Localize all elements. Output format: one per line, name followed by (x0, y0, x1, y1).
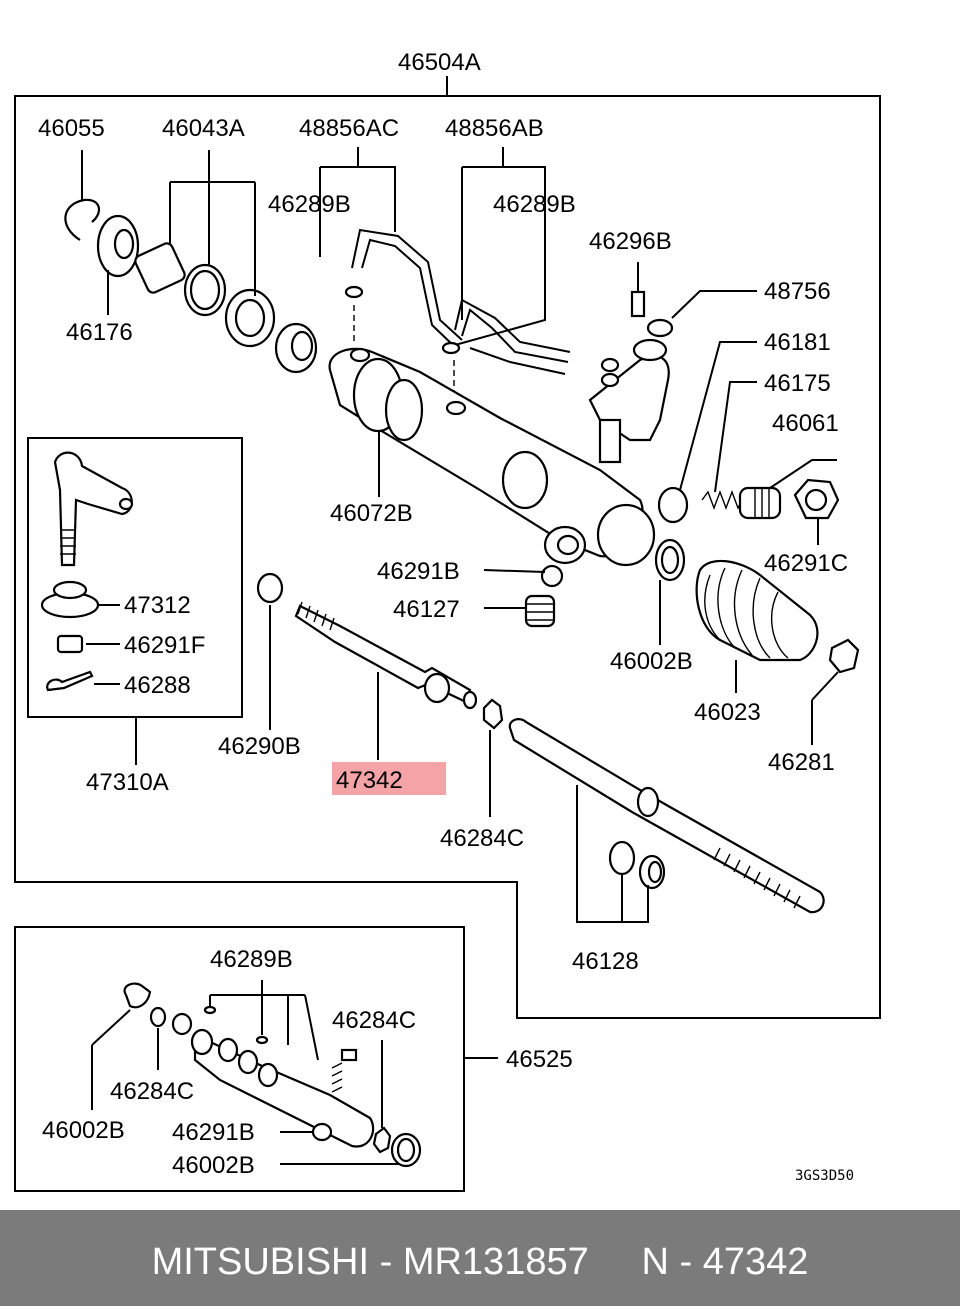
label-46504A: 46504A (398, 49, 481, 76)
bush-46176 (96, 214, 140, 315)
main-assembly-frame (14, 95, 881, 1019)
label-46291B-rack: 46291B (377, 558, 460, 585)
gear-housing-46072B (328, 347, 656, 567)
label-46289B-valve: 46289B (210, 946, 293, 973)
label-46175: 46175 (764, 370, 831, 397)
boot-46023 (695, 559, 860, 745)
label-46002B-rack: 46002B (610, 648, 693, 675)
label-46289B-right: 46289B (493, 191, 576, 218)
label-46128: 46128 (572, 948, 639, 975)
label-46291B-valve: 46291B (172, 1119, 255, 1146)
label-46176: 46176 (66, 319, 133, 346)
valve-body-46525 (91, 980, 422, 1168)
label-46055: 46055 (38, 115, 105, 142)
label-46002B-valve-left: 46002B (42, 1117, 125, 1144)
label-47342: 47342 (336, 767, 403, 794)
label-46127: 46127 (393, 596, 460, 623)
label-46061: 46061 (772, 410, 839, 437)
label-46002B-valve-bottom: 46002B (172, 1152, 255, 1179)
label-46284C-valve-left: 46284C (110, 1078, 194, 1105)
seal-kit-46043A (134, 150, 318, 374)
label-46023: 46023 (694, 699, 761, 726)
parts-diagram: 46504A 46055 46043A 48856AC 48856AB 4628… (14, 49, 881, 1192)
label-46289B-left: 46289B (268, 191, 351, 218)
label-48856AC: 48856AC (299, 115, 399, 142)
label-47310A: 47310A (86, 769, 169, 796)
adjust-parts (657, 341, 840, 545)
rack-46128 (508, 718, 825, 923)
label-46281: 46281 (768, 749, 835, 776)
label-46291F: 46291F (124, 632, 205, 659)
footer-bar: MITSUBISHI - MR131857 N - 47342 (0, 1210, 960, 1306)
label-46288: 46288 (124, 672, 191, 699)
label-46290B: 46290B (218, 733, 301, 760)
label-46072B: 46072B (330, 500, 413, 527)
inner-tie-rod-47342 (294, 601, 504, 817)
label-46525: 46525 (506, 1046, 573, 1073)
tie-rod-end-47310A (40, 451, 134, 692)
footer-part-info: MITSUBISHI - MR131857 N - 47342 (151, 1241, 809, 1283)
label-46043A: 46043A (162, 115, 245, 142)
diagram-code: 3GS3D50 (795, 1168, 854, 1184)
label-46291C: 46291C (764, 550, 848, 577)
label-46284C-main: 46284C (440, 825, 524, 852)
label-46181: 46181 (764, 329, 831, 356)
label-47312: 47312 (124, 592, 191, 619)
snap-ring-46055 (64, 150, 101, 241)
label-46296B: 46296B (589, 228, 672, 255)
highlight-47342 (332, 762, 446, 795)
label-48856AB: 48856AB (445, 115, 544, 142)
label-46284C-valve-right: 46284C (332, 1007, 416, 1034)
small-parts (256, 538, 686, 730)
label-48756: 48756 (764, 278, 831, 305)
valve-assembly (588, 262, 757, 464)
